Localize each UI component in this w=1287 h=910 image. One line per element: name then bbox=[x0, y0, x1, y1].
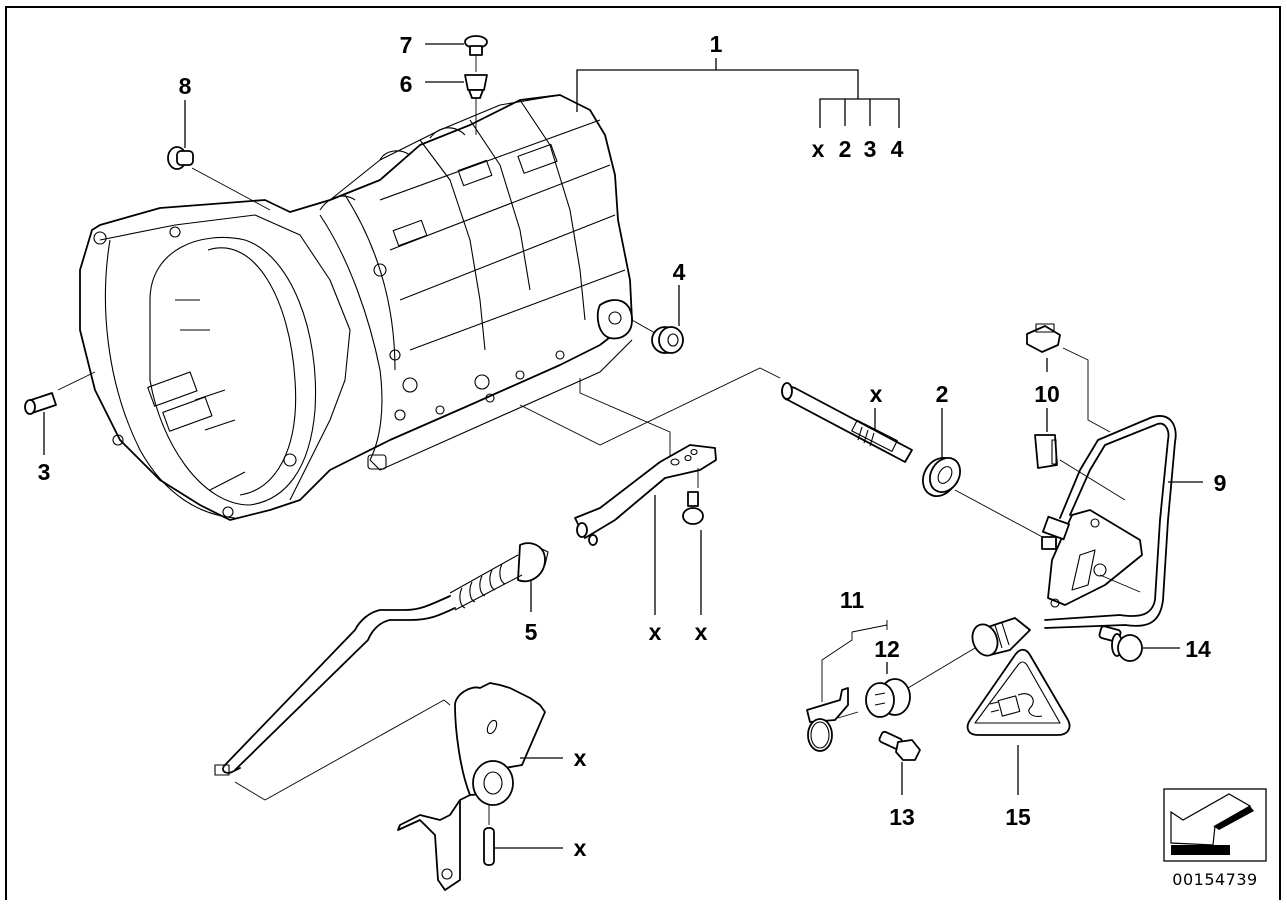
electrical-symbol-icon bbox=[966, 648, 1071, 736]
position-switch-harness[interactable] bbox=[968, 415, 1177, 659]
leader-cable-segment bbox=[234, 699, 451, 801]
callout-13: 13 bbox=[889, 804, 915, 830]
segment-pin[interactable] bbox=[483, 827, 495, 866]
callout-2: 2 bbox=[936, 381, 949, 407]
callout-x-shaft: x bbox=[870, 381, 883, 407]
plug-side[interactable] bbox=[651, 326, 684, 354]
leader-12-bracket bbox=[837, 711, 859, 719]
leader-3-case bbox=[57, 371, 96, 391]
connector-adapter[interactable] bbox=[865, 678, 911, 718]
harness-clip-top[interactable] bbox=[1026, 323, 1061, 353]
shaft-seal[interactable] bbox=[916, 452, 966, 503]
flange-bolt[interactable] bbox=[1098, 625, 1143, 662]
selector-shaft[interactable] bbox=[781, 382, 913, 463]
callout-12: 12 bbox=[874, 636, 900, 662]
leader-1 bbox=[576, 69, 859, 112]
drain-plug[interactable] bbox=[167, 146, 194, 170]
breather-cap[interactable] bbox=[464, 74, 488, 99]
callout-1-sub-x: x bbox=[812, 136, 825, 162]
view-direction-arrow-icon bbox=[1170, 793, 1254, 855]
leader-10-harness bbox=[1062, 347, 1111, 433]
callout-1-sub-2: 2 bbox=[839, 136, 852, 162]
document-number: 00154739 bbox=[1172, 870, 1257, 889]
lever-bolt[interactable] bbox=[682, 491, 704, 525]
callout-1: 1 bbox=[710, 31, 723, 57]
leader-switch-14 bbox=[1099, 574, 1141, 593]
callout-3: 3 bbox=[38, 459, 51, 485]
callout-11: 11 bbox=[840, 587, 865, 613]
leader-2-switch bbox=[954, 489, 1049, 541]
callout-9: 9 bbox=[1214, 470, 1227, 496]
callout-5: 5 bbox=[525, 619, 538, 645]
callout-15: 15 bbox=[1005, 804, 1031, 830]
breather-plug[interactable] bbox=[464, 35, 488, 56]
leader-11 bbox=[821, 632, 853, 702]
leader-11-b bbox=[851, 624, 888, 633]
bracket[interactable] bbox=[806, 687, 849, 752]
hex-bolt[interactable] bbox=[878, 730, 921, 761]
transmission-housing[interactable] bbox=[79, 94, 633, 521]
leader-case-shaft bbox=[519, 367, 781, 446]
callout-x-segment: x bbox=[574, 745, 587, 771]
leader-4-case bbox=[631, 319, 656, 334]
view-direction-box: 00154739 bbox=[1163, 788, 1267, 889]
callout-8: 8 bbox=[179, 73, 192, 99]
diagram-frame bbox=[5, 6, 1281, 900]
callout-1-sub-3: 3 bbox=[864, 136, 877, 162]
callout-1-sub-4: 4 bbox=[891, 136, 904, 162]
callout-6: 6 bbox=[400, 71, 413, 97]
callout-10: 10 bbox=[1034, 381, 1060, 407]
selector-lever[interactable] bbox=[574, 444, 717, 546]
leader-case-lever bbox=[579, 378, 671, 460]
dowel-pin[interactable] bbox=[24, 392, 57, 415]
callout-x-bolt: x bbox=[695, 619, 708, 645]
callout-7: 7 bbox=[400, 32, 413, 58]
selector-cable[interactable] bbox=[214, 542, 549, 776]
callout-x-lever: x bbox=[649, 619, 662, 645]
leader-1-bracket bbox=[819, 98, 900, 128]
detent-segment[interactable] bbox=[397, 682, 546, 891]
callout-14: 14 bbox=[1185, 636, 1211, 662]
leader-8-case bbox=[191, 167, 271, 211]
leader-10-b-harness bbox=[1059, 459, 1126, 501]
callout-4: 4 bbox=[673, 259, 686, 285]
leader-12-connector bbox=[907, 647, 976, 689]
callout-x-pin: x bbox=[574, 835, 587, 861]
harness-clip-bottom[interactable] bbox=[1034, 434, 1058, 469]
